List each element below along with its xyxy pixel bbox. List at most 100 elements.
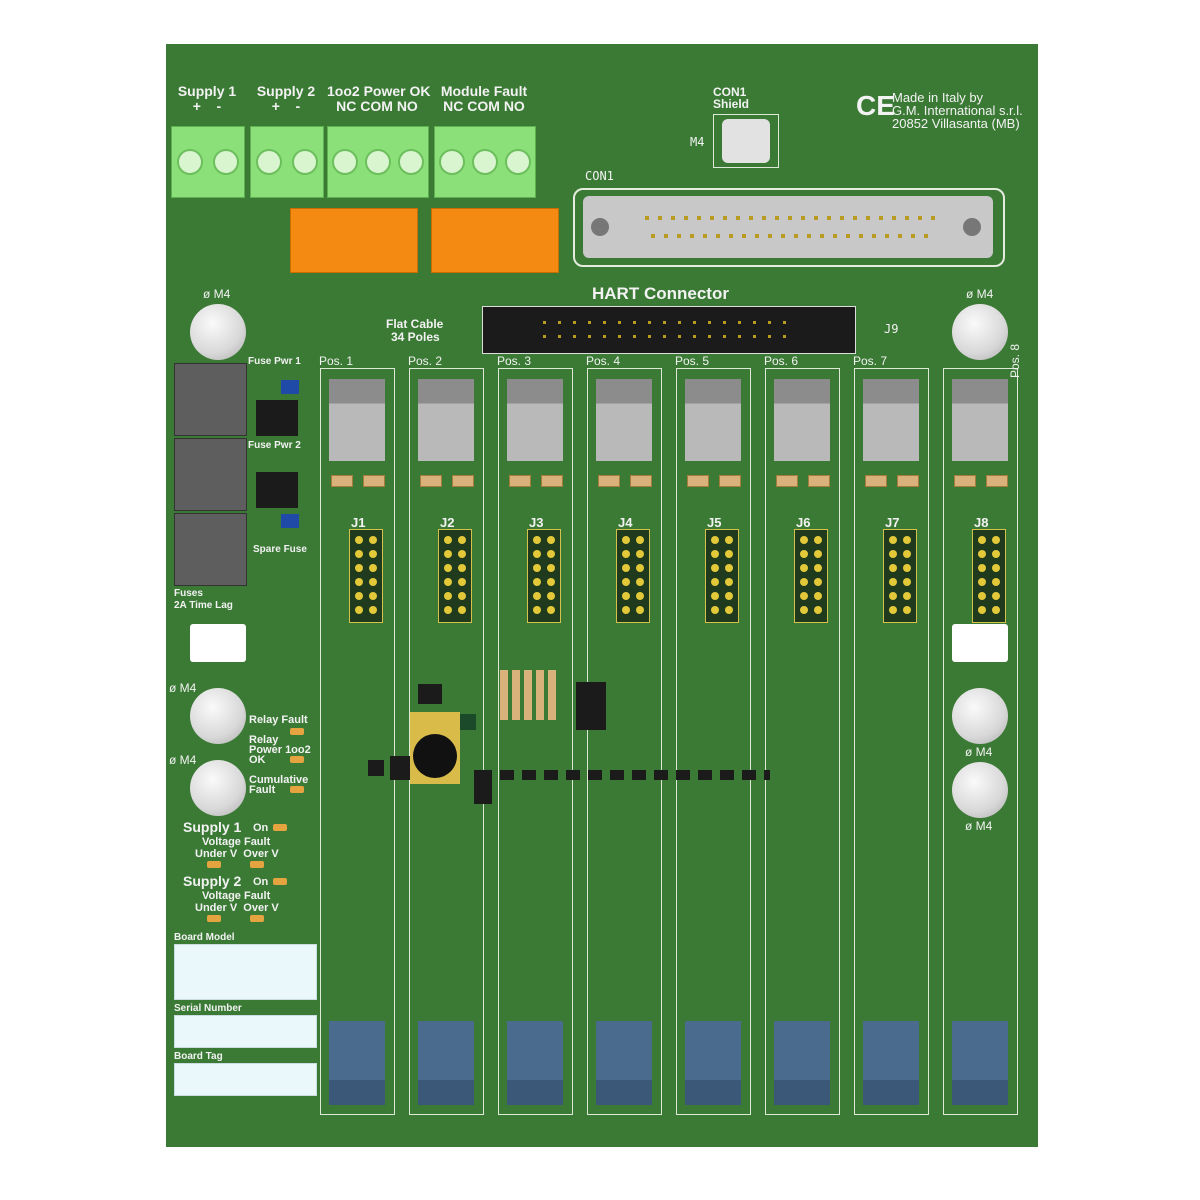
mount-label: ø M4 xyxy=(203,287,231,301)
supply2-under-led xyxy=(207,915,221,922)
ic xyxy=(390,756,410,780)
module-slot[interactable]: J3 xyxy=(498,368,573,1115)
slot-position-label: Pos. 4 xyxy=(586,354,621,368)
mounting-hole xyxy=(190,304,246,360)
supply2-on-label: On xyxy=(253,876,269,888)
module-slot[interactable]: J6 xyxy=(765,368,840,1115)
transistor-row xyxy=(500,770,770,780)
terminal-screw xyxy=(438,149,465,175)
slot-top-connector xyxy=(329,379,385,461)
mounting-hole xyxy=(190,760,246,816)
fuses-rating-label: 2A Time Lag xyxy=(174,600,233,611)
fuse-holder-1 xyxy=(174,363,247,436)
slot-top-connector xyxy=(952,379,1008,461)
terminal-block xyxy=(327,126,429,198)
terminal-title: 1oo2 Power OK xyxy=(327,83,431,99)
supply2-uo-label: Under V Over V xyxy=(195,902,279,914)
slot-bottom-connector xyxy=(418,1021,474,1105)
slot-bottom-connector xyxy=(863,1021,919,1105)
terminal-screw xyxy=(256,149,282,175)
fuses-label: Fuses xyxy=(174,588,203,599)
terminal-sub: NC COM NO xyxy=(443,98,525,114)
resistor xyxy=(541,475,563,487)
fuse-holder-2 xyxy=(174,438,247,511)
resistor xyxy=(331,475,353,487)
resistor xyxy=(719,475,741,487)
supply2-vf-label: Voltage Fault xyxy=(202,890,271,902)
relay-power-led xyxy=(290,756,304,763)
resistor xyxy=(986,475,1008,487)
terminal-title: Supply 1 xyxy=(177,83,237,99)
module-slot[interactable]: J7 xyxy=(854,368,929,1115)
con1-m4-label: M4 xyxy=(690,135,705,149)
module-slot[interactable]: J1 xyxy=(320,368,395,1115)
module-slot[interactable]: J4 xyxy=(587,368,662,1115)
resistor xyxy=(954,475,976,487)
supply2-on-led xyxy=(273,878,287,885)
serial-number-field xyxy=(174,1015,317,1048)
terminal-block xyxy=(171,126,245,198)
mount-label: ø M4 xyxy=(169,753,197,767)
relay-module-fault xyxy=(431,208,559,273)
ce-mark: CE xyxy=(856,90,895,121)
resistor xyxy=(598,475,620,487)
module-slot[interactable]: J8 xyxy=(943,368,1018,1115)
terminal-screw xyxy=(365,149,391,175)
supply2-title: Supply 2 xyxy=(183,873,242,889)
slot-bottom-connector xyxy=(596,1021,652,1105)
slot-bottom-connector xyxy=(507,1021,563,1105)
jumper-label: J7 xyxy=(885,515,900,530)
resistor xyxy=(808,475,830,487)
slot-top-connector xyxy=(774,379,830,461)
hart-connector-j9 xyxy=(482,306,856,354)
pin-header xyxy=(349,529,383,623)
terminal-sub: + - xyxy=(271,98,301,114)
slot-position-label: Pos. 3 xyxy=(497,354,532,368)
terminal-screw xyxy=(177,149,203,175)
ic xyxy=(418,684,442,704)
supply1-on-led xyxy=(273,824,287,831)
ic xyxy=(474,770,492,804)
supply1-on-label: On xyxy=(253,822,269,834)
maker-line1: Made in Italy by xyxy=(892,90,984,105)
slot-bottom-connector xyxy=(685,1021,741,1105)
pin-header xyxy=(705,529,739,623)
mount-label: ø M4 xyxy=(966,287,994,301)
ic xyxy=(368,760,384,776)
flat-cable-label: Flat Cable xyxy=(386,317,444,331)
slot-top-connector xyxy=(685,379,741,461)
slot-top-connector xyxy=(596,379,652,461)
mounting-hole xyxy=(190,688,246,744)
module-slot[interactable]: J5 xyxy=(676,368,751,1115)
label-pad xyxy=(190,624,246,662)
spare-fuse-label: Spare Fuse xyxy=(253,544,307,555)
slot-bottom-connector xyxy=(774,1021,830,1105)
resistor-array xyxy=(500,670,560,720)
relay-power-label-3: OK xyxy=(249,754,266,766)
terminal-screw xyxy=(505,149,532,175)
terminal-sub: NC COM NO xyxy=(336,98,418,114)
terminal-title: Supply 2 xyxy=(256,83,316,99)
jumper-label: J4 xyxy=(618,515,633,530)
mount-label: ø M4 xyxy=(169,681,197,695)
hart-title: HART Connector xyxy=(592,284,729,303)
pin-header xyxy=(527,529,561,623)
diode xyxy=(256,472,298,508)
ic-soic xyxy=(576,682,606,730)
slot-bottom-connector xyxy=(329,1021,385,1105)
diode xyxy=(256,400,298,436)
terminal-screw xyxy=(398,149,425,175)
maker-line3: 20852 Villasanta (MB) xyxy=(892,116,1020,131)
con1-label: CON1 xyxy=(585,169,614,183)
supply1-uo-label: Under V Over V xyxy=(195,848,279,860)
board-model-field xyxy=(174,944,317,1000)
fuse-pwr1-label: Fuse Pwr 1 xyxy=(248,356,301,367)
fuse-pwr2-label: Fuse Pwr 2 xyxy=(248,440,301,451)
jumper-label: J1 xyxy=(351,515,366,530)
cumulative-fault-led xyxy=(290,786,304,793)
module-slot[interactable]: J2 xyxy=(409,368,484,1115)
mounting-hole xyxy=(952,762,1008,818)
supply2-over-led xyxy=(250,915,264,922)
resistor xyxy=(420,475,442,487)
pin-header xyxy=(794,529,828,623)
